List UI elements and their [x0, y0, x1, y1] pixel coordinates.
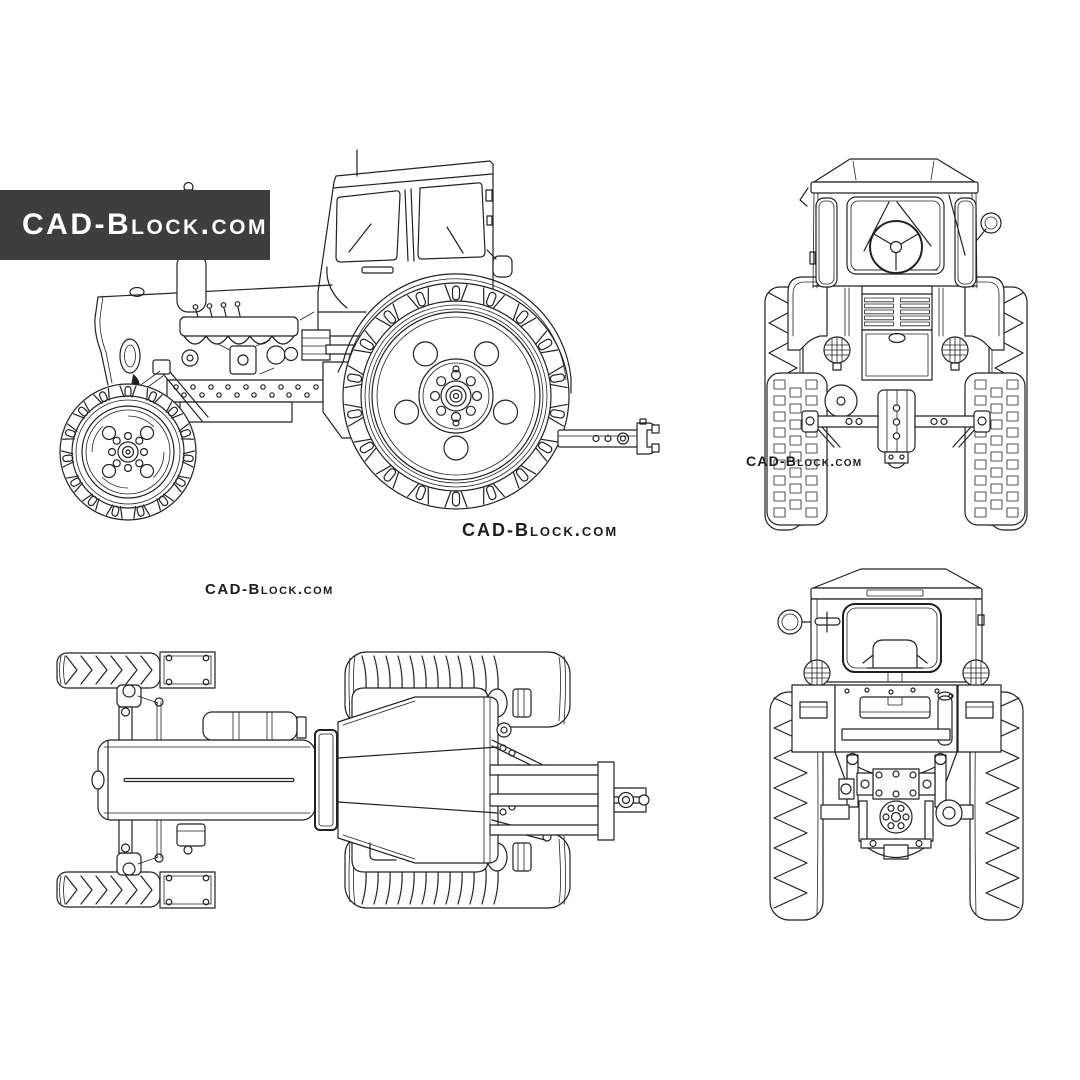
injection-pump [229, 345, 257, 375]
side-mirror [492, 255, 513, 278]
valve-cover [179, 316, 299, 337]
top-hood [91, 711, 316, 855]
air-cleaner [202, 711, 298, 741]
front-grille [823, 285, 969, 381]
cab-rear-window [417, 182, 486, 260]
rear-hitch-machinery [820, 752, 974, 860]
side-drawbar [557, 418, 660, 455]
side-rear-wheel [342, 282, 570, 510]
cad-block-banner: CAD-Block.com [0, 190, 270, 260]
headlight [119, 338, 141, 374]
top-windshield [314, 729, 338, 831]
mirror [980, 212, 1002, 234]
pto-flange [879, 800, 913, 834]
battery-top [176, 823, 206, 847]
banner-label: CAD-Block.com [22, 208, 268, 241]
wipers [863, 201, 932, 252]
front-axle [801, 384, 991, 469]
tractor-side-view-drawing [59, 149, 660, 521]
top-cab [337, 696, 512, 864]
top-hitch [489, 739, 650, 842]
tractor-rear-view-drawing [769, 568, 1024, 921]
generator [181, 349, 199, 367]
oil-pan [179, 401, 293, 423]
front-axle-brace [158, 365, 209, 422]
watermark-front-view: CAD-Block.com [746, 453, 863, 469]
front-cab [799, 158, 1002, 289]
side-front-wheel [59, 383, 197, 521]
steering-wheel [869, 220, 923, 274]
tractor-top-view-drawing [56, 651, 650, 909]
battery [301, 329, 331, 361]
watermark-side-view: CAD-Block.com [462, 520, 619, 540]
exhaust-top [496, 722, 512, 738]
tractor-front-view-drawing [764, 158, 1028, 531]
beacon [777, 609, 803, 635]
radiator [861, 329, 933, 381]
seat [862, 639, 928, 669]
rear-body [791, 684, 1002, 794]
frame-rail [166, 379, 324, 403]
rear-cab [777, 598, 985, 683]
belt-pulley [824, 384, 858, 418]
toolbox [859, 696, 931, 719]
muffler [176, 253, 207, 313]
door-handle [361, 266, 394, 274]
watermark-top-view: CAD-Block.com [205, 581, 334, 598]
rear-roof [810, 568, 983, 600]
cab-front-window [335, 190, 401, 263]
fuel-filter [266, 345, 286, 365]
side-rear-fender [337, 273, 572, 394]
